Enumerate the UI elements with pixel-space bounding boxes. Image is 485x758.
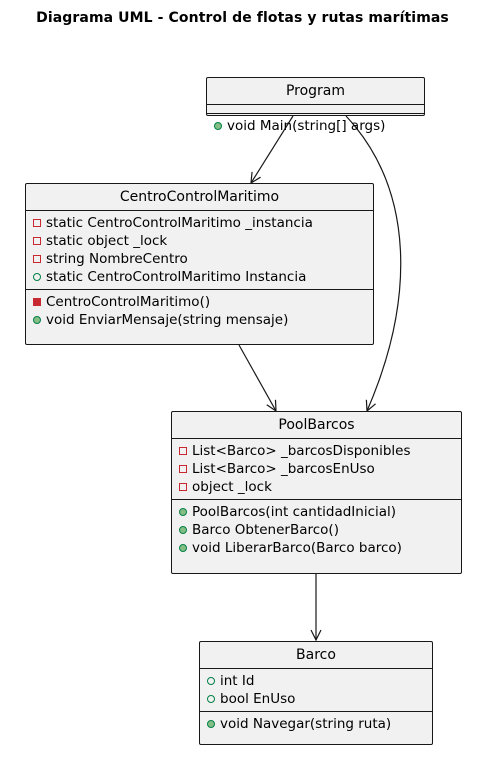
member-text: int Id xyxy=(220,673,255,689)
attributes-section xyxy=(207,104,424,113)
method-constructor: CentroControlMaritimo() xyxy=(26,293,373,311)
method-main: void Main(string[] args) xyxy=(207,117,424,135)
attribute-barcos-en-uso: List<Barco> _barcosEnUso xyxy=(172,460,461,478)
attributes-section: static CentroControlMaritimo _instancia … xyxy=(26,210,373,289)
attribute-nombre-centro: string NombreCentro xyxy=(26,250,373,268)
class-name: Barco xyxy=(296,647,336,663)
method-obtener-barco: Barco ObtenerBarco() xyxy=(172,521,461,539)
member-text: PoolBarcos(int cantidadInicial) xyxy=(192,504,397,520)
private-field-icon xyxy=(33,219,41,227)
methods-section: void Navegar(string ruta) xyxy=(200,711,432,736)
member-text: string NombreCentro xyxy=(46,251,188,267)
member-text: List<Barco> _barcosDisponibles xyxy=(192,443,411,459)
class-pool-barcos: PoolBarcos List<Barco> _barcosDisponible… xyxy=(171,411,462,574)
attributes-section: int Id bool EnUso xyxy=(200,668,432,711)
member-text: static object _lock xyxy=(46,233,168,249)
method-liberar-barco: void LiberarBarco(Barco barco) xyxy=(172,539,461,557)
member-text: void LiberarBarco(Barco barco) xyxy=(192,540,402,556)
attribute-lock: object _lock xyxy=(172,478,461,496)
public-method-icon xyxy=(33,316,41,324)
methods-section: PoolBarcos(int cantidadInicial) Barco Ob… xyxy=(172,499,461,560)
attribute-en-uso: bool EnUso xyxy=(200,690,432,708)
class-barco: Barco int Id bool EnUso void Navegar(str… xyxy=(199,641,433,745)
relation-centro-pool xyxy=(238,344,276,411)
class-name: PoolBarcos xyxy=(278,417,355,433)
member-text: object _lock xyxy=(192,479,272,495)
attribute-id: int Id xyxy=(200,672,432,690)
member-text: void Main(string[] args) xyxy=(227,118,386,134)
attribute-instancia-property: static CentroControlMaritimo Instancia xyxy=(26,268,373,286)
attribute-barcos-disponibles: List<Barco> _barcosDisponibles xyxy=(172,442,461,460)
member-text: Barco ObtenerBarco() xyxy=(192,522,339,538)
private-field-icon xyxy=(33,237,41,245)
member-text: static CentroControlMaritimo _instancia xyxy=(46,215,313,231)
attributes-section: List<Barco> _barcosDisponibles List<Barc… xyxy=(172,438,461,499)
member-text: void EnviarMensaje(string mensaje) xyxy=(46,312,289,328)
diagram-title: Diagrama UML - Control de flotas y rutas… xyxy=(36,10,449,26)
private-field-icon xyxy=(179,483,187,491)
member-text: void Navegar(string ruta) xyxy=(220,716,392,732)
class-program: Program void Main(string[] args) xyxy=(206,77,425,134)
public-method-icon xyxy=(214,122,222,130)
methods-section: void Main(string[] args) xyxy=(207,113,424,138)
public-method-icon xyxy=(179,526,187,534)
methods-section: CentroControlMaritimo() void EnviarMensa… xyxy=(26,289,373,332)
public-field-icon xyxy=(33,273,41,281)
public-field-icon xyxy=(207,695,215,703)
class-centro-control-maritimo: CentroControlMaritimo static CentroContr… xyxy=(25,183,374,345)
class-name: CentroControlMaritimo xyxy=(119,189,280,205)
private-field-icon xyxy=(179,465,187,473)
private-method-icon xyxy=(33,298,41,306)
member-text: static CentroControlMaritimo Instancia xyxy=(46,269,307,285)
method-pool-constructor: PoolBarcos(int cantidadInicial) xyxy=(172,503,461,521)
member-text: bool EnUso xyxy=(220,691,296,707)
public-method-icon xyxy=(179,508,187,516)
private-field-icon xyxy=(33,255,41,263)
attribute-lock: static object _lock xyxy=(26,232,373,250)
class-name: Program xyxy=(285,83,346,99)
public-field-icon xyxy=(207,677,215,685)
member-text: List<Barco> _barcosEnUso xyxy=(192,461,375,477)
private-field-icon xyxy=(179,447,187,455)
relation-program-pool xyxy=(345,115,402,411)
member-text: CentroControlMaritimo() xyxy=(46,294,211,310)
public-method-icon xyxy=(179,544,187,552)
public-method-icon xyxy=(207,720,215,728)
relation-program-centro xyxy=(251,115,294,183)
method-enviar-mensaje: void EnviarMensaje(string mensaje) xyxy=(26,311,373,329)
attribute-instancia: static CentroControlMaritimo _instancia xyxy=(26,214,373,232)
method-navegar: void Navegar(string ruta) xyxy=(200,715,432,733)
